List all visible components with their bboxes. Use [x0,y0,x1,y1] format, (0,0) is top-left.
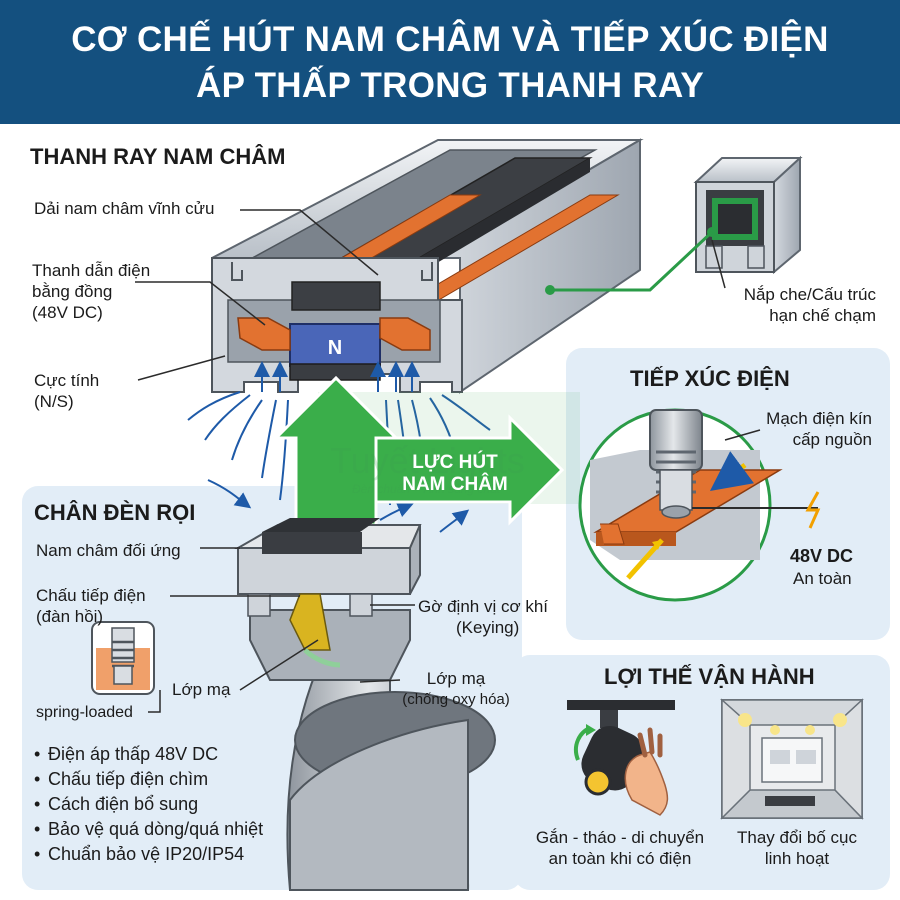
advantage-flexible-layout-line-1: Thay đổi bố cục [736,828,857,847]
pole-label-line-2: (N/S) [34,392,74,411]
feature-item: •Cách điện bổ sung [34,794,199,814]
conductor-label-line-2: bằng đồng [32,282,113,301]
advantage-hot-swap-line-1: Gắn - tháo - di chuyển [535,828,705,847]
outer-plating-label: Lớp mạ (chống oxy hóa) [388,668,524,710]
spring-loaded-label: spring-loaded [36,704,133,721]
title-line-2: ÁP THẤP TRONG THANH RAY [196,66,704,105]
contact-heading: TIẾP XÚC ĐIỆN [630,366,790,391]
keying-label-line-2: (Keying) [456,618,520,637]
circuit-label-line-2: cấp nguồn [792,430,872,449]
attraction-arrows-small [254,361,420,392]
feature-item: •Chuẩn bảo vệ IP20/IP54 [34,844,245,864]
advantage-hot-swap: Gắn - tháo - di chuyển an toàn khi có đi… [520,827,720,869]
feature-item: •Chấu tiếp điện chìm [34,769,209,789]
circuit-label-line-1: Mạch điện kín [766,409,872,428]
leader-lines [135,209,761,691]
feature-item: •Điện áp thấp 48V DC [34,744,219,764]
outer-plating-label-line-2: (chống oxy hóa) [402,691,510,708]
force-label-line-1: LỰC HÚT [412,452,498,473]
force-label-line-2: NAM CHÂM [402,474,508,495]
contact-pin-label: Chấu tiếp điện (đàn hồi) [36,585,146,627]
counter-magnet-label: Nam châm đối ứng [36,541,181,560]
voltage-label: 48V DC [790,546,854,566]
contact-pin-label-line-1: Chấu tiếp điện [36,586,146,605]
advantage-hot-swap-line-2: an toàn khi có điện [548,849,692,868]
magnetic-force-arrow [272,375,565,527]
room-layout-illustration [720,698,864,820]
conductor-label: Thanh dẫn điện bằng đồng (48V DC) [32,260,150,323]
watermark-brand: Tuyết Lights [330,440,525,481]
title-line-1: CƠ CHẾ HÚT NAM CHÂM VÀ TIẾP XÚC ĐIỆN [71,20,829,59]
safe-label: An toàn [793,569,852,588]
contact-detail-zoom [578,408,821,602]
spring-loaded-inset [91,621,161,713]
advantages-heading: LỢI THẾ VẬN HÀNH [604,664,815,689]
watermark-tagline: Đèn chuẩn – Ánh sáng chất [352,482,501,496]
outer-plating-label-line-1: Lớp mạ [426,669,486,688]
cover-label: Nắp che/Cấu trúc hạn chế chạm [706,284,876,326]
keying-label-line-1: Gờ định vị cơ khí [418,597,549,616]
north-pole-mark: N [328,337,342,359]
cover-label-line-1: Nắp che/Cấu trúc [743,285,876,304]
pole-label-line-1: Cực tính [34,371,100,390]
cover-profile [693,155,803,275]
conductor-label-line-1: Thanh dẫn điện [32,261,151,280]
spotlight-adapter [234,518,496,891]
feature-item: •Bảo vệ quá dòng/quá nhiệt [34,819,264,839]
magnetic-track-rail [211,138,644,394]
conductor-label-line-3: (48V DC) [32,303,103,322]
fixture-heading: CHÂN ĐÈN RỌI [34,500,196,525]
contact-pin-label-line-2: (đàn hồi) [36,607,104,626]
keying-label: Gờ định vị cơ khí (Keying) [418,596,548,638]
header-banner: CƠ CHẾ HÚT NAM CHÂM VÀ TIẾP XÚC ĐIỆN ÁP … [0,0,900,124]
rail-heading: THANH RAY NAM CHÂM [30,144,286,169]
force-label: LỰC HÚT NAM CHÂM [400,452,510,496]
hand-icon [624,727,669,816]
magnet-strip-label: Dải nam châm vĩnh cửu [34,199,215,218]
advantage-flexible-layout-line-2: linh hoạt [764,849,830,868]
cover-label-line-2: hạn chế chạm [769,306,876,325]
inner-plating-label: Lớp mạ [172,680,231,699]
advantage-flexible-layout: Thay đổi bố cục linh hoạt [712,827,882,869]
circuit-label: Mạch điện kín cấp nguồn [720,408,872,450]
pole-label: Cực tính (N/S) [34,370,99,412]
